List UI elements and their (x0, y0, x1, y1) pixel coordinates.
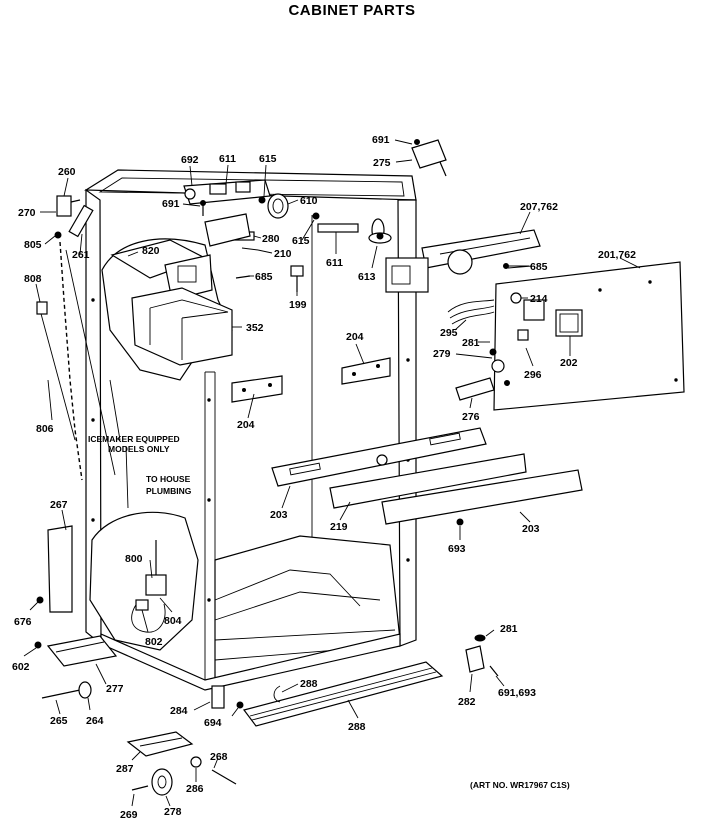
label-279: 279 (433, 348, 451, 360)
grille-288 (242, 661, 444, 727)
label-676: 676 (14, 616, 32, 628)
icemaker-unit (110, 239, 233, 366)
label-265: 265 (50, 715, 68, 727)
clip-288 (273, 685, 281, 703)
label-210: 210 (274, 248, 292, 260)
label-268: 268 (210, 751, 228, 763)
label-281-mid: 281 (462, 337, 480, 349)
label-203-left: 203 (270, 509, 288, 521)
label-275: 275 (373, 157, 391, 169)
nut-286 (190, 756, 202, 768)
rail-203-upper (271, 427, 487, 487)
to-house-note: TO HOUSE PLUMBING (146, 474, 192, 496)
label-615-top: 615 (259, 153, 277, 165)
to-house-note-line1: TO HOUSE (146, 474, 191, 484)
part-labels: 691 275 207,762 201,762 685 214 295 281 … (12, 134, 636, 821)
label-295: 295 (440, 327, 458, 339)
label-203-right: 203 (522, 523, 540, 535)
plumbing-cutaway (89, 511, 199, 651)
label-280: 280 (262, 233, 280, 245)
label-691-top: 691 (372, 134, 390, 146)
label-270: 270 (18, 207, 36, 219)
cabinet-body (84, 169, 417, 691)
label-281-low: 281 (500, 623, 518, 635)
label-264: 264 (86, 715, 104, 727)
label-610: 610 (300, 195, 318, 207)
page-title: CABINET PARTS (288, 2, 416, 19)
label-199: 199 (289, 299, 307, 311)
label-207-762: 207,762 (520, 201, 558, 213)
label-806: 806 (36, 423, 54, 435)
drain-pan-277 (46, 635, 118, 667)
label-808: 808 (24, 273, 42, 285)
water-valve (131, 540, 167, 633)
icemaker-note-line2: MODELS ONLY (108, 444, 170, 454)
label-685-right: 685 (530, 261, 548, 273)
label-287: 287 (116, 763, 134, 775)
screw-268 (211, 769, 237, 785)
label-613: 613 (358, 271, 376, 283)
panel-267 (47, 525, 73, 613)
rail-203-lower (381, 469, 583, 525)
to-house-note-line2: PLUMBING (146, 486, 192, 496)
plate-284 (211, 685, 225, 709)
label-820: 820 (142, 245, 160, 257)
fan-blade (368, 218, 392, 244)
label-202: 202 (560, 357, 578, 369)
bracket-204-right (341, 357, 391, 385)
label-615-mid: 615 (292, 235, 310, 247)
wire-harness-295 (447, 299, 495, 325)
control-panel-201 (493, 261, 685, 411)
label-685-mid: 685 (255, 271, 273, 283)
switch-276 (455, 348, 510, 401)
label-286: 286 (186, 783, 204, 795)
label-219: 219 (330, 521, 348, 533)
label-693: 693 (448, 543, 466, 555)
parts-281-282 (456, 518, 499, 677)
label-277: 277 (106, 683, 124, 695)
art-number: (ART NO. WR17967 C1S) (470, 780, 570, 790)
label-804: 804 (164, 615, 182, 627)
label-611-mid: 611 (326, 257, 343, 269)
icemaker-note-line1: ICEMAKER EQUIPPED (88, 434, 180, 444)
screw-265 (41, 681, 92, 699)
label-602: 602 (12, 661, 30, 673)
top-hardware (36, 179, 392, 315)
label-214: 214 (530, 293, 548, 305)
label-352: 352 (246, 322, 264, 334)
label-692: 692 (181, 154, 199, 166)
label-691-mid: 691 (162, 198, 180, 210)
label-805: 805 (24, 239, 42, 251)
control-bracket-207 (385, 229, 541, 293)
label-694: 694 (204, 717, 222, 729)
label-611-top: 611 (219, 153, 236, 165)
label-204-left: 204 (237, 419, 255, 431)
label-802: 802 (145, 636, 163, 648)
label-284: 284 (170, 705, 188, 717)
label-296: 296 (524, 369, 542, 381)
label-691-693: 691,693 (498, 687, 536, 699)
label-269: 269 (120, 809, 138, 821)
roller-bracket-287 (126, 731, 194, 757)
label-261: 261 (72, 249, 90, 261)
fill-tube (59, 241, 83, 481)
label-204-right: 204 (346, 331, 364, 343)
hinge-275 (411, 139, 447, 177)
icemaker-note: ICEMAKER EQUIPPED MODELS ONLY (88, 434, 180, 454)
roller-278 (131, 768, 173, 796)
label-276: 276 (462, 411, 480, 423)
label-260: 260 (58, 166, 76, 178)
leader-lines (23, 139, 641, 807)
label-288-b: 288 (348, 721, 366, 733)
label-288-a: 288 (300, 678, 318, 690)
rail-219 (329, 453, 527, 509)
bracket-204-left (231, 375, 283, 403)
label-282: 282 (458, 696, 476, 708)
label-201-762: 201,762 (598, 249, 636, 261)
label-800: 800 (125, 553, 143, 565)
label-278: 278 (164, 806, 182, 818)
label-267: 267 (50, 499, 68, 511)
